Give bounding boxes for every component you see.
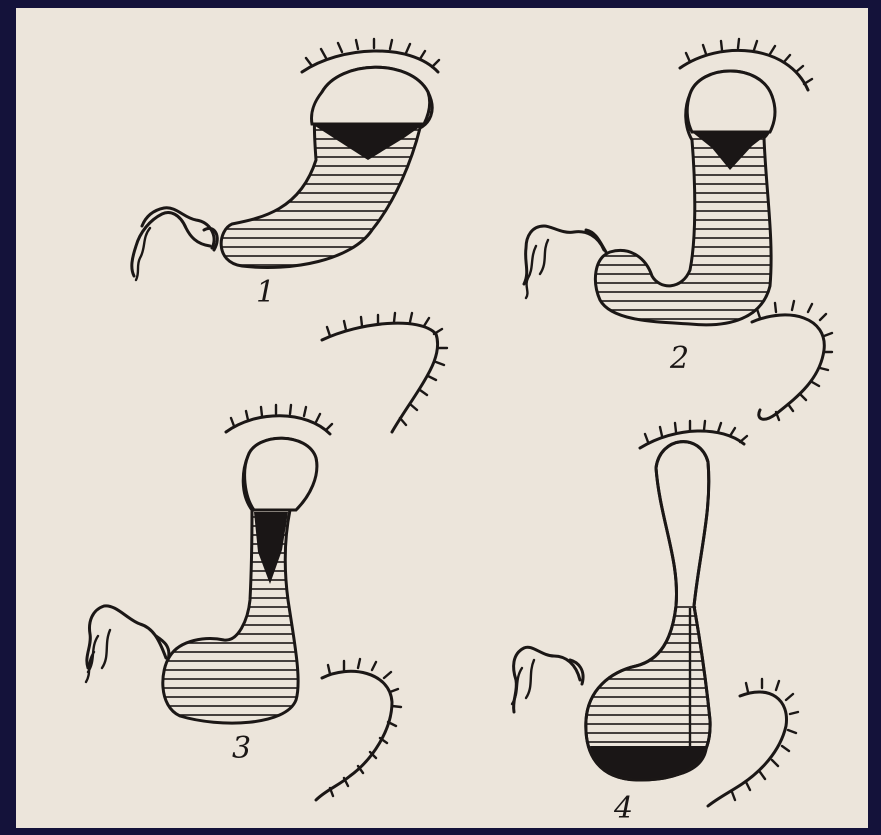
figure-label: 1 [256,275,275,310]
figure-label: 4 [613,791,633,826]
figure-label: 2 [669,341,689,376]
figure-label: 3 [232,731,251,766]
